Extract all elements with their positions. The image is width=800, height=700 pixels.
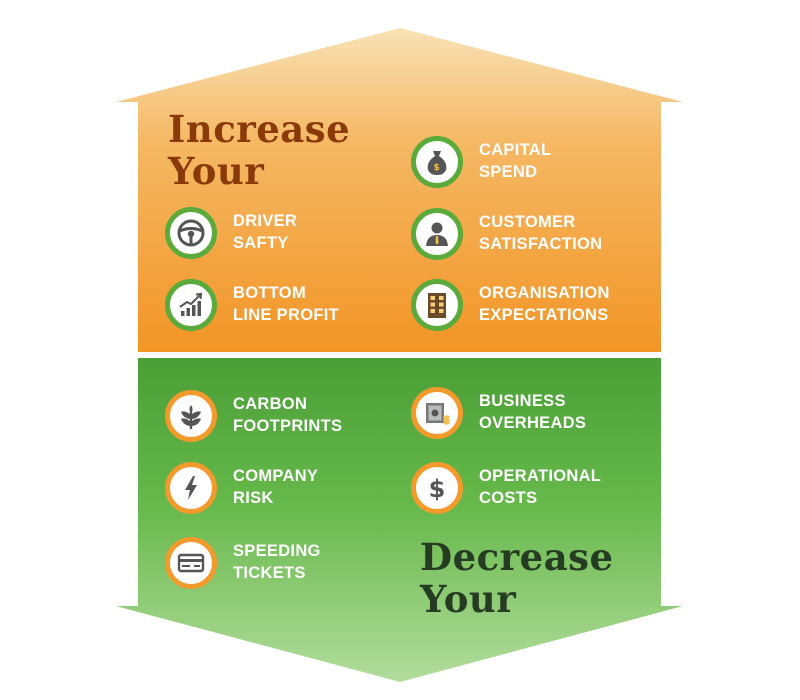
label-line1: CAPITAL <box>479 141 552 159</box>
label-line2: COSTS <box>479 489 538 507</box>
money-bag-icon: $ <box>411 136 463 188</box>
item-label: CUSTOMER SATISFACTION <box>479 211 602 255</box>
label-line1: DRIVER <box>233 212 298 230</box>
item-driver-safty: DRIVER SAFTY <box>165 207 395 267</box>
decrease-panel <box>116 358 683 682</box>
growth-chart-icon <box>165 279 217 331</box>
item-operational-costs: $ OPERATIONAL COSTS <box>411 462 641 522</box>
steering-wheel-icon <box>165 207 217 259</box>
svg-text:$: $ <box>429 475 446 503</box>
item-label: DRIVER SAFTY <box>233 210 297 254</box>
item-speeding-tickets: SPEEDING TICKETS <box>165 537 395 597</box>
lightning-icon <box>165 462 217 514</box>
label-line2: OVERHEADS <box>479 414 587 432</box>
item-company-risk: COMPANY RISK <box>165 462 395 522</box>
decrease-heading-line2: Your <box>420 577 517 621</box>
leaf-icon <box>165 390 217 442</box>
increase-heading: Increase Your <box>168 108 350 192</box>
label-line1: BOTTOM <box>233 284 306 302</box>
label-line2: RISK <box>233 489 274 507</box>
item-carbon-footprints: CARBON FOOTPRINTS <box>165 390 395 450</box>
label-line1: BUSINESS <box>479 392 566 410</box>
item-capital-spend: $ CAPITAL SPEND <box>411 136 641 196</box>
item-bottom-line-profit: BOTTOM LINE PROFIT <box>165 279 395 339</box>
item-label: BOTTOM LINE PROFIT <box>233 282 339 326</box>
item-label: SPEEDING TICKETS <box>233 540 321 584</box>
item-label: OPERATIONAL COSTS <box>479 465 601 509</box>
increase-heading-line1: Increase <box>168 107 351 151</box>
label-line2: EXPECTATIONS <box>479 306 609 324</box>
label-line1: CUSTOMER <box>479 213 576 231</box>
increase-panel <box>116 28 683 352</box>
item-label: CARBON FOOTPRINTS <box>233 393 342 437</box>
label-line2: FOOTPRINTS <box>233 417 343 435</box>
label-line2: TICKETS <box>233 564 306 582</box>
item-label: ORGANISATION EXPECTATIONS <box>479 282 610 326</box>
decrease-heading-line1: Decrease <box>420 535 614 579</box>
decrease-heading: Decrease Your <box>420 536 614 620</box>
item-organisation-expectations: ORGANISATION EXPECTATIONS <box>411 279 641 339</box>
customer-icon <box>411 208 463 260</box>
credit-card-icon <box>165 537 217 589</box>
safe-icon <box>411 387 463 439</box>
label-line2: SAFTY <box>233 234 289 252</box>
item-business-overheads: BUSINESS OVERHEADS <box>411 387 641 447</box>
label-line1: ORGANISATION <box>479 284 610 302</box>
office-building-icon <box>411 279 463 331</box>
label-line1: COMPANY <box>233 467 319 485</box>
dollar-icon: $ <box>411 462 463 514</box>
label-line1: OPERATIONAL <box>479 467 602 485</box>
label-line1: CARBON <box>233 395 308 413</box>
item-label: CAPITAL SPEND <box>479 139 551 183</box>
increase-heading-line2: Your <box>168 149 265 193</box>
label-line2: SPEND <box>479 163 538 181</box>
label-line2: SATISFACTION <box>479 235 603 253</box>
item-label: COMPANY RISK <box>233 465 318 509</box>
item-label: BUSINESS OVERHEADS <box>479 390 586 434</box>
svg-text:$: $ <box>434 163 440 173</box>
item-customer-satisfaction: CUSTOMER SATISFACTION <box>411 208 641 268</box>
label-line2: LINE PROFIT <box>233 306 339 324</box>
label-line1: SPEEDING <box>233 542 321 560</box>
